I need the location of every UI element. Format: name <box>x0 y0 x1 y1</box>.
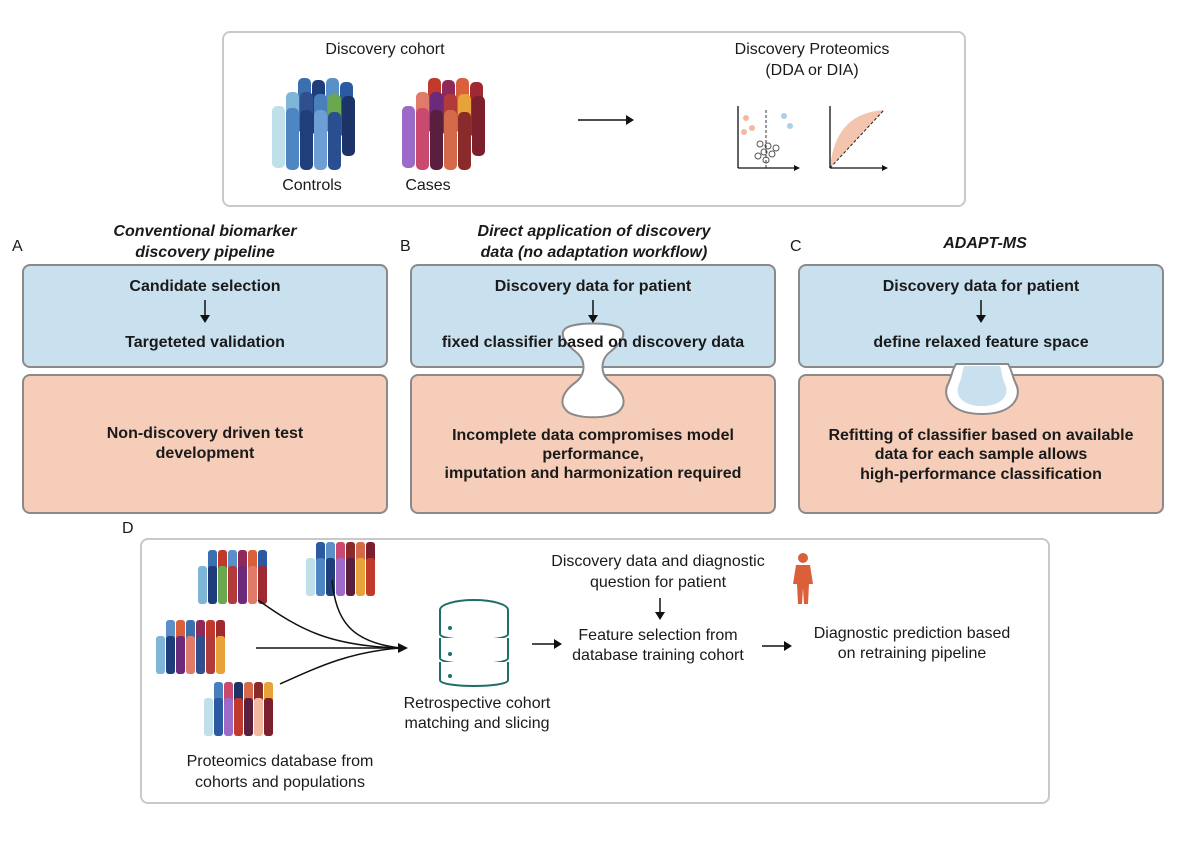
discovery-cohort-title: Discovery cohort <box>325 41 445 58</box>
panel-c-step1: Discovery data for patient <box>882 278 1080 295</box>
feature-selection-line2: database training cohort <box>572 647 744 664</box>
panel-d-frame <box>140 538 1050 804</box>
panel-a-letter: A <box>12 238 23 255</box>
arrow-icon <box>578 115 634 125</box>
people-crowd-icon <box>204 682 273 736</box>
panel-b-outcome-line1: Incomplete data compromises model <box>452 427 734 444</box>
question-line1: Discovery data and diagnostic <box>551 553 765 570</box>
panel-c-title: ADAPT-MS <box>943 235 1027 252</box>
patient-figure-icon <box>793 553 813 604</box>
panel-c-outcome-line1: Refitting of classifier based on availab… <box>828 427 1134 444</box>
database-caption-line2: cohorts and populations <box>195 774 365 791</box>
panel-a-title: Conventional biomarker <box>113 223 297 240</box>
people-crowd-icon <box>306 542 375 596</box>
arrow-icon <box>200 300 210 323</box>
panel-d-letter: D <box>122 520 134 537</box>
arrow-icon <box>762 641 792 651</box>
panel-b-outcome-line3: imputation and harmonization required <box>444 465 742 482</box>
panel-b-title: Direct application of discovery <box>477 223 711 240</box>
database-icon <box>439 599 509 687</box>
database-caption-line1: Proteomics database from <box>186 753 374 770</box>
arrow-icon <box>655 598 665 620</box>
cases-crowd-icon <box>402 78 485 170</box>
arrow-icon <box>976 300 986 323</box>
panel-a-step2: Targeteted validation <box>125 334 285 351</box>
discovery-proteomics-title: Discovery Proteomics <box>734 41 890 58</box>
panel-c-step2: define relaxed feature space <box>873 334 1089 351</box>
retro-cohort-line2: matching and slicing <box>404 715 550 732</box>
cases-label: Cases <box>405 177 451 194</box>
arrow-icon <box>588 300 598 323</box>
roc-curve-icon <box>829 106 888 171</box>
controls-label: Controls <box>282 177 342 194</box>
discovery-proteomics-subtitle: (DDA or DIA) <box>765 62 859 79</box>
panel-b-subtitle: data (no adaptation workflow) <box>480 244 708 261</box>
people-crowd-icon <box>156 620 225 674</box>
prediction-line1: Diagnostic prediction based <box>813 625 1011 642</box>
panel-b-outcome-line2: performance, <box>542 446 644 463</box>
panel-c-outcome-line2: data for each sample allows <box>874 446 1088 463</box>
prediction-line2: on retraining pipeline <box>837 645 987 662</box>
controls-crowd-icon <box>272 78 355 170</box>
feature-selection-line1: Feature selection from <box>578 627 738 644</box>
question-line2: question for patient <box>589 574 727 591</box>
panel-b-step1: Discovery data for patient <box>494 278 692 295</box>
panel-c-letter: C <box>790 238 802 255</box>
panel-b-step2: fixed classifier based on discovery data <box>441 334 745 351</box>
fitted-connector-icon <box>945 363 1019 416</box>
panel-a-outcome-line2: development <box>155 445 255 462</box>
panel-b-letter: B <box>400 238 411 255</box>
people-crowd-icon <box>198 550 267 604</box>
panel-a-pink-box <box>22 374 388 514</box>
volcano-plot-icon <box>737 106 800 171</box>
panel-a-outcome-line1: Non-discovery driven test <box>106 425 304 442</box>
converging-arrows <box>256 579 408 685</box>
mismatch-connector-icon <box>561 322 625 419</box>
panel-a-step1: Candidate selection <box>129 278 281 295</box>
retro-cohort-line1: Retrospective cohort <box>403 695 551 712</box>
arrow-icon <box>532 639 562 649</box>
panel-c-outcome-line3: high-performance classification <box>860 466 1102 483</box>
panel-a-subtitle: discovery pipeline <box>135 244 275 261</box>
